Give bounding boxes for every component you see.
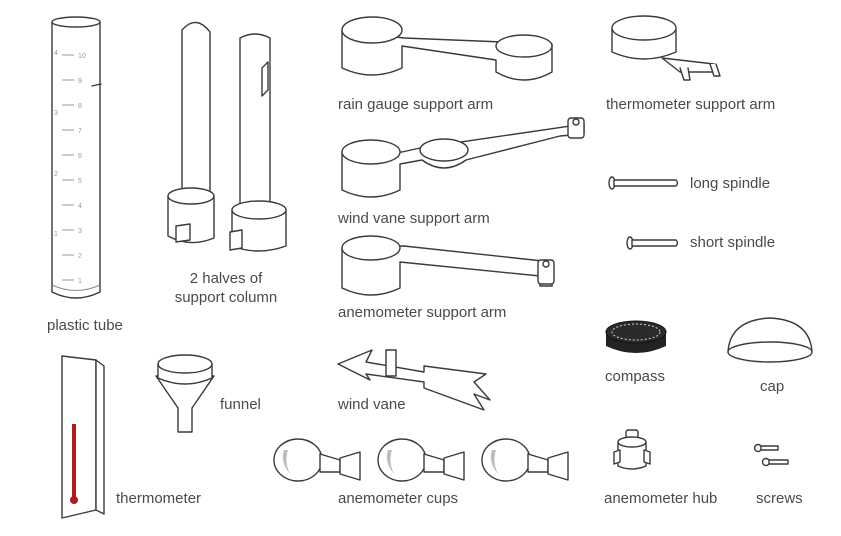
tube-mark-8: 8 — [78, 103, 82, 110]
tube-mark-6: 6 — [78, 153, 82, 160]
wind-vane-arm-drawing — [341, 117, 585, 198]
compass-drawing — [605, 320, 667, 353]
tube-mark-9: 9 — [78, 78, 82, 85]
tube-mark-10: 10 — [78, 53, 86, 60]
tube-mark-5: 5 — [78, 178, 82, 185]
label-short-spindle: short spindle — [690, 234, 776, 251]
label-plastic-tube: plastic tube — [47, 317, 123, 334]
tube-minor-1: 1 — [54, 231, 58, 238]
label-anemometer-hub: anemometer hub — [604, 490, 718, 507]
label-rain-gauge-arm: rain gauge support arm — [338, 96, 494, 113]
label-support-column-line2: support column — [174, 288, 278, 306]
cap-drawing — [727, 317, 813, 363]
label-support-column: 2 halves of support column — [168, 270, 284, 308]
label-compass: compass — [605, 368, 666, 385]
short-spindle-drawing — [626, 236, 679, 250]
label-wind-vane-arm: wind vane support arm — [338, 210, 490, 227]
label-screws: screws — [756, 490, 803, 507]
label-funnel: funnel — [220, 396, 261, 413]
tube-minor-2: 2 — [54, 171, 58, 178]
funnel-drawing — [155, 354, 215, 433]
tube-mark-1: 1 — [78, 278, 82, 285]
label-wind-vane: wind vane — [338, 396, 406, 413]
tube-minor-4: 4 — [54, 50, 58, 57]
thermometer-drawing — [61, 355, 105, 519]
label-cap: cap — [760, 378, 785, 395]
plastic-tube-drawing: 10 9 8 7 6 5 4 3 2 1 4 3 2 1 — [51, 16, 102, 299]
label-support-column-line1: 2 halves of — [189, 270, 263, 287]
screws-drawing — [753, 443, 789, 467]
anemometer-hub-drawing — [613, 429, 651, 470]
anemometer-arm-drawing — [341, 235, 555, 296]
support-column-drawing — [167, 21, 287, 252]
label-thermometer: thermometer — [116, 490, 202, 507]
tube-minor-3: 3 — [54, 110, 58, 117]
rain-gauge-arm-drawing — [341, 16, 553, 81]
wind-vane-drawing — [337, 349, 491, 411]
tube-mark-4: 4 — [78, 203, 82, 210]
tube-mark-3: 3 — [78, 228, 82, 235]
label-anemometer-arm: anemometer support arm — [338, 304, 507, 321]
label-thermometer-arm: thermometer support arm — [606, 96, 776, 113]
thermometer-arm-drawing — [611, 15, 721, 81]
tube-mark-7: 7 — [78, 128, 82, 135]
long-spindle-drawing — [608, 176, 679, 190]
tube-mark-2: 2 — [78, 253, 82, 260]
anemometer-cups-drawing — [273, 438, 569, 482]
label-anemometer-cups: anemometer cups — [338, 490, 459, 507]
label-long-spindle: long spindle — [690, 175, 771, 192]
